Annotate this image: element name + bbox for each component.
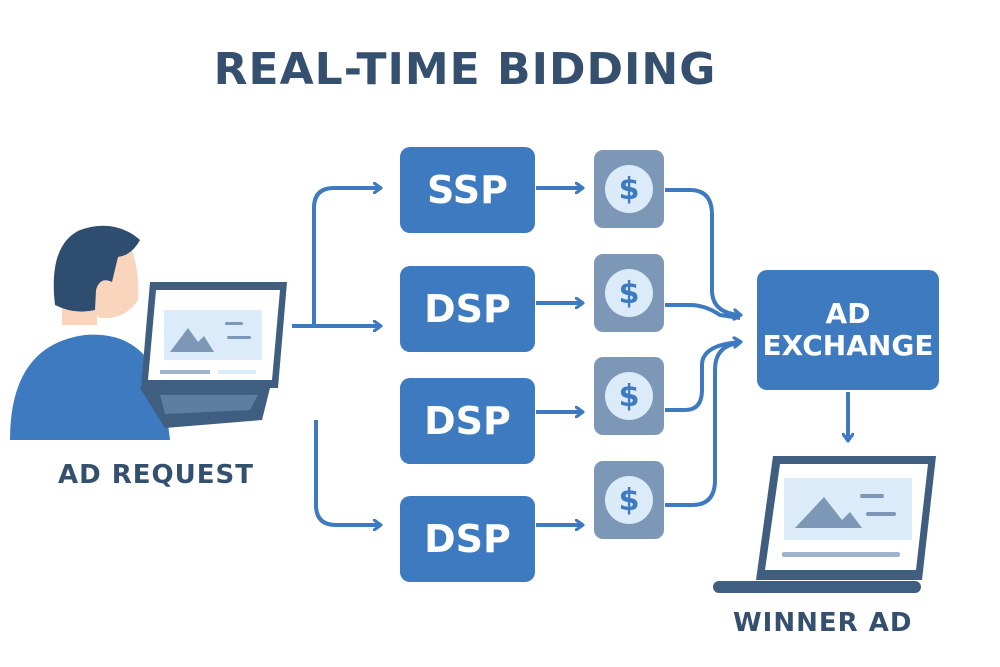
bid-coin-3: $: [594, 357, 664, 435]
dsp-node-3-label: DSP: [424, 517, 511, 561]
dollar-icon: $: [605, 372, 653, 420]
diagram-title: REAL-TIME BIDDING: [213, 44, 717, 95]
dollar-icon: $: [605, 165, 653, 213]
ssp-node-label: SSP: [427, 168, 508, 212]
ad-exchange-line2: EXCHANGE: [762, 329, 934, 362]
dsp-node-2: DSP: [400, 378, 535, 464]
ad-exchange-line1: AD: [825, 296, 871, 330]
person-illustration: [10, 225, 170, 440]
laptop-left-illustration: [140, 282, 287, 428]
dsp-node-1-label: DSP: [424, 287, 511, 331]
dollar-icon: $: [605, 269, 653, 317]
ssp-node: SSP: [400, 147, 535, 233]
ad-exchange-node: AD EXCHANGE: [757, 270, 939, 390]
dollar-icon: $: [605, 476, 653, 524]
bid-coin-4: $: [594, 461, 664, 539]
dsp-node-3: DSP: [400, 496, 535, 582]
bid-coin-2: $: [594, 254, 664, 332]
dsp-node-2-label: DSP: [424, 399, 511, 443]
laptop-right-illustration: [713, 456, 936, 593]
ad-request-label: AD REQUEST: [58, 460, 254, 490]
winner-ad-label: WINNER AD: [733, 608, 913, 638]
dsp-node-1: DSP: [400, 266, 535, 352]
bid-coin-1: $: [594, 150, 664, 228]
